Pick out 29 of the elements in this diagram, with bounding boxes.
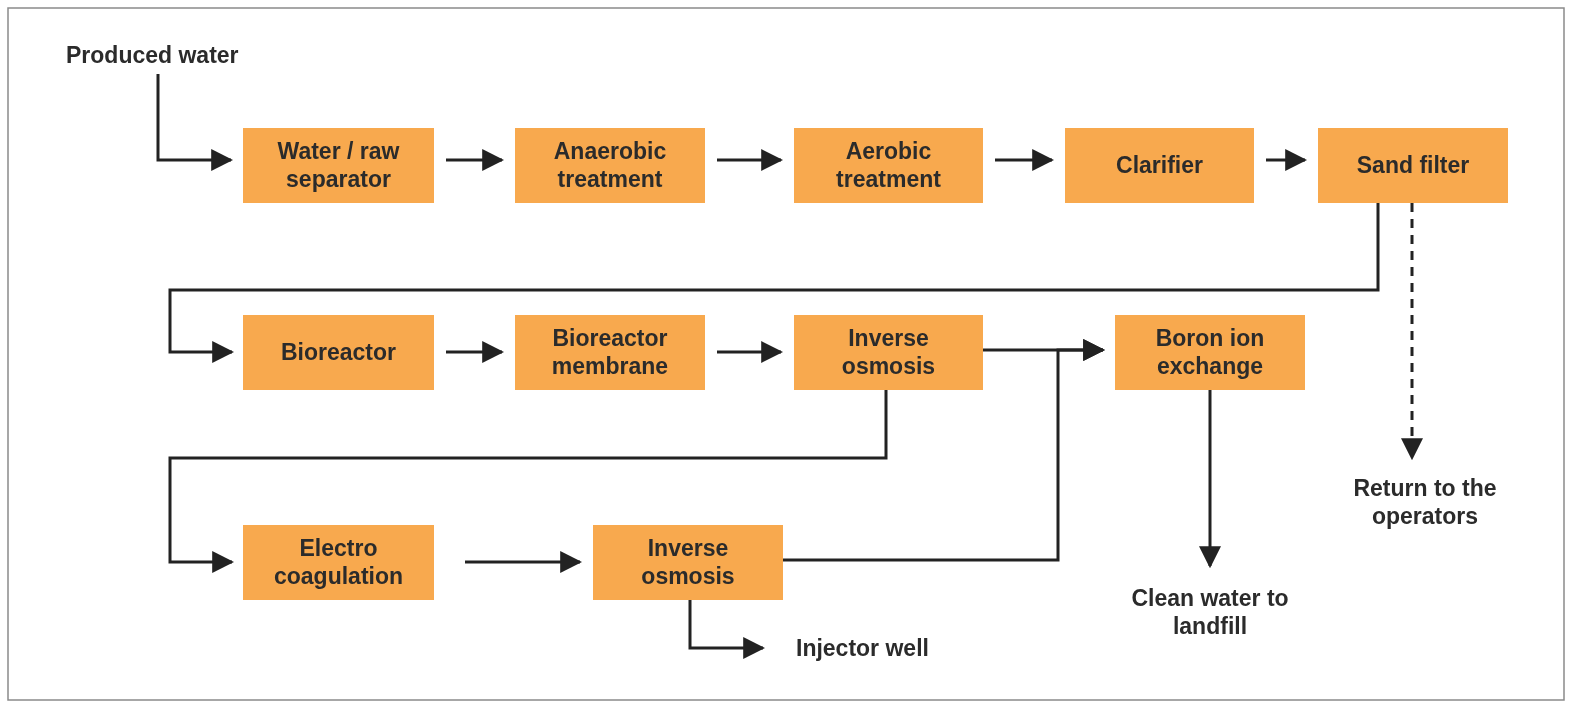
arrow <box>688 600 766 659</box>
arrow <box>446 341 505 363</box>
process-box: Bioreactor <box>243 315 434 390</box>
dashed-arrow <box>1401 203 1423 461</box>
process-box: Anaerobic treatment <box>515 128 705 203</box>
flow-label: Injector well <box>796 630 986 668</box>
process-box: Electro coagulation <box>243 525 434 600</box>
arrow <box>1266 149 1308 171</box>
flow-label: Clean water to landfill <box>1120 580 1300 646</box>
arrow <box>168 203 1380 363</box>
arrow <box>1199 390 1221 569</box>
process-box: Inverse osmosis <box>593 525 783 600</box>
arrow <box>168 390 888 573</box>
arrow <box>783 339 1106 562</box>
arrow <box>995 149 1055 171</box>
arrow <box>446 149 505 171</box>
arrow <box>717 341 784 363</box>
flow-label: Produced water <box>66 38 306 74</box>
arrow <box>156 74 234 171</box>
process-box: Sand filter <box>1318 128 1508 203</box>
process-box: Boron ion exchange <box>1115 315 1305 390</box>
arrow <box>717 149 784 171</box>
process-box: Clarifier <box>1065 128 1254 203</box>
process-box: Water / raw separator <box>243 128 434 203</box>
flow-label: Return to the operators <box>1330 468 1520 538</box>
process-box: Inverse osmosis <box>794 315 983 390</box>
process-box: Aerobic treatment <box>794 128 983 203</box>
process-box: Bioreactor membrane <box>515 315 705 390</box>
arrow <box>465 551 583 573</box>
